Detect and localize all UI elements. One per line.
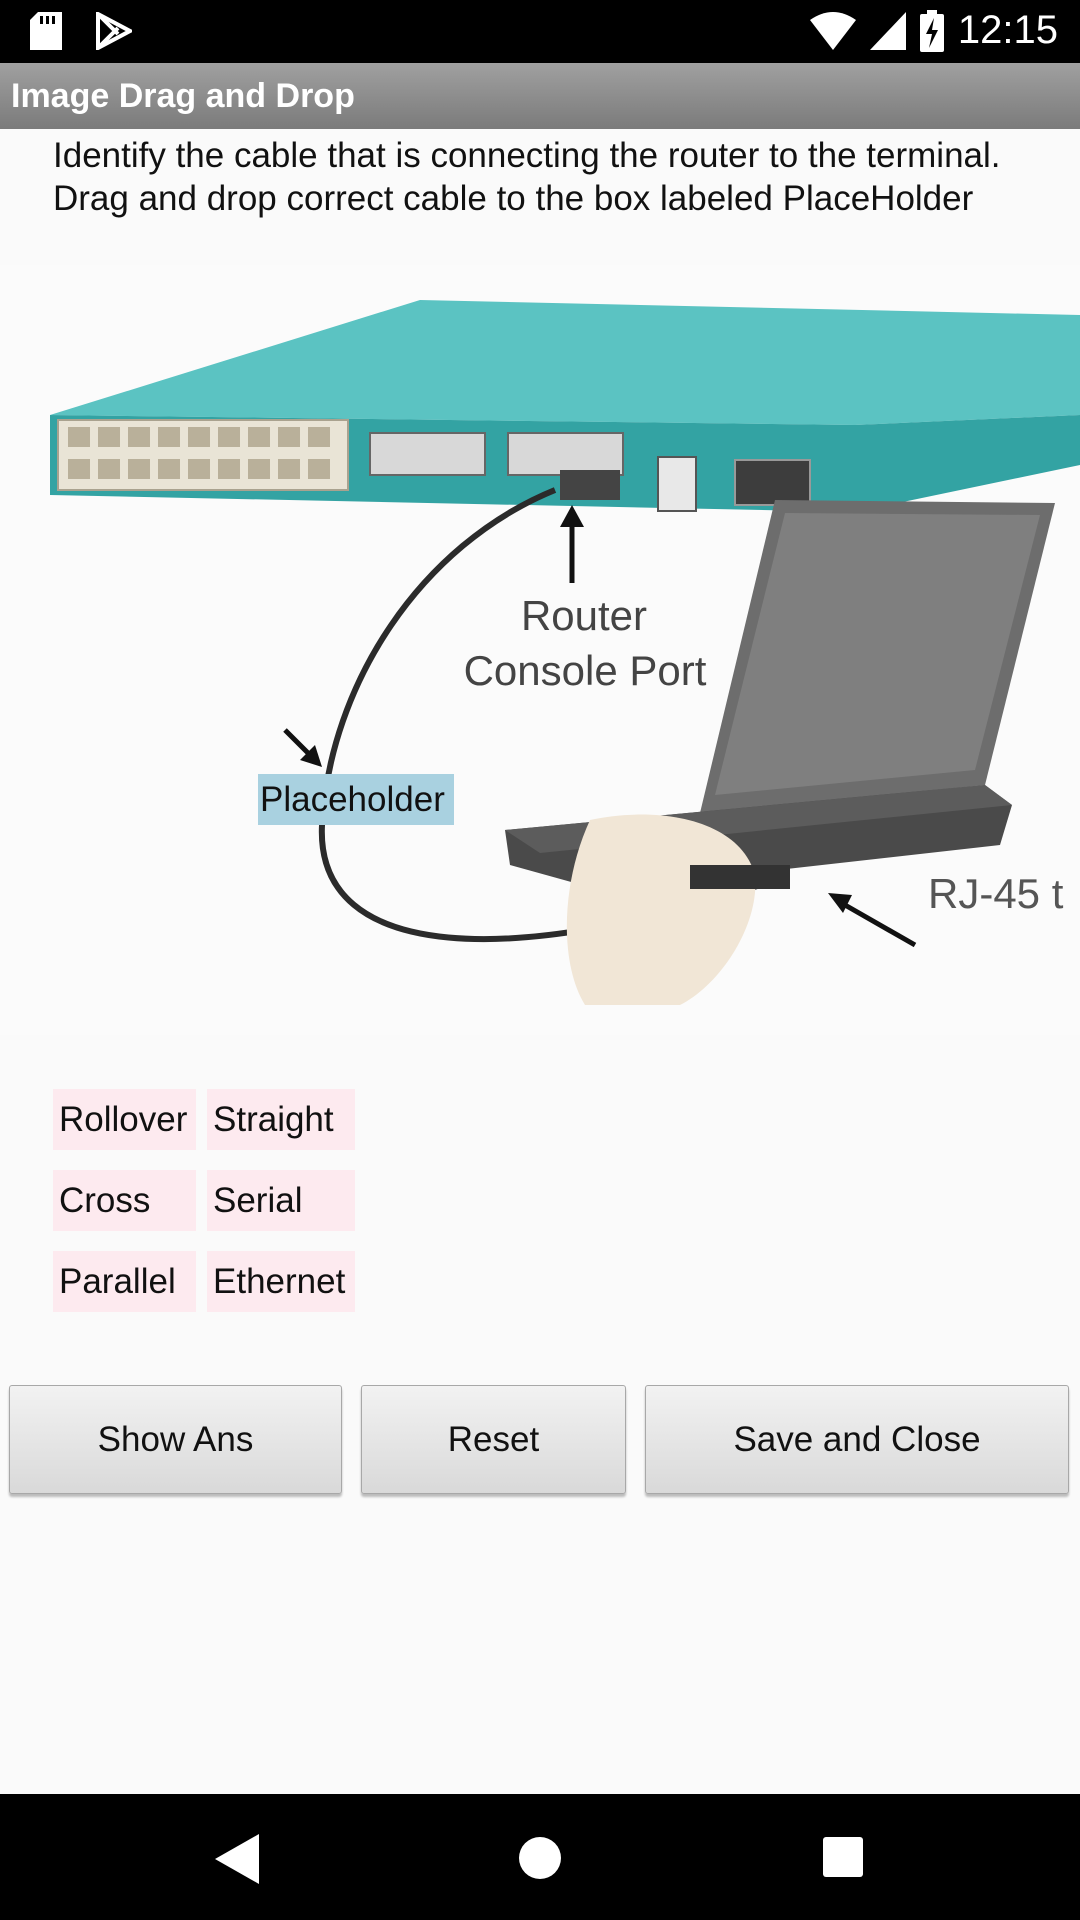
status-time: 12:15 <box>957 8 1058 52</box>
router-top <box>50 300 1080 425</box>
placeholder-drop-target[interactable]: Placeholder <box>258 774 454 825</box>
option-parallel[interactable]: Parallel <box>53 1251 196 1312</box>
console-port-label: Console Port <box>464 647 707 694</box>
home-icon[interactable] <box>518 1836 562 1880</box>
console-port <box>507 432 624 476</box>
router-laptop-diagram: Router Console Port RJ-45 t <box>0 265 1080 1035</box>
serial-port <box>369 432 486 476</box>
back-icon[interactable] <box>215 1834 259 1884</box>
navigation-bar <box>0 1794 1080 1920</box>
reset-button[interactable]: Reset <box>361 1385 626 1494</box>
status-bar: 12:15 <box>0 0 1080 63</box>
app-title: Image Drag and Drop <box>11 77 355 115</box>
wifi-icon <box>809 11 856 50</box>
router-label: Router <box>521 592 647 639</box>
app-bar: Image Drag and Drop <box>0 63 1080 129</box>
instruction-line-1: Identify the cable that is connecting th… <box>53 136 1001 175</box>
sd-card-icon <box>30 12 62 50</box>
console-cable <box>318 487 761 943</box>
save-and-close-button[interactable]: Save and Close <box>645 1385 1069 1494</box>
battery-charging-icon <box>919 9 944 52</box>
show-ans-button[interactable]: Show Ans <box>9 1385 342 1494</box>
rj45-label: RJ-45 t <box>928 870 1064 917</box>
instruction-line-2: Drag and drop correct cable to the box l… <box>53 179 974 218</box>
play-store-icon <box>96 12 132 50</box>
option-ethernet[interactable]: Ethernet <box>207 1251 355 1312</box>
option-serial[interactable]: Serial <box>207 1170 355 1231</box>
signal-icon <box>869 11 906 50</box>
option-straight[interactable]: Straight <box>207 1089 355 1150</box>
instructions: Identify the cable that is connecting th… <box>53 134 1073 220</box>
option-rollover[interactable]: Rollover <box>53 1089 196 1150</box>
option-cross[interactable]: Cross <box>53 1170 196 1231</box>
recents-icon[interactable] <box>823 1837 863 1877</box>
hand <box>566 814 756 1005</box>
